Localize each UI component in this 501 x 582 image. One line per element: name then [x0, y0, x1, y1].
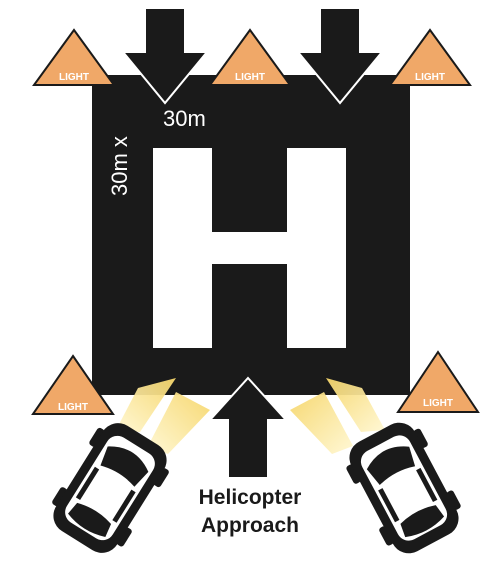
- light-label: LIGHT: [423, 398, 453, 409]
- vehicle-right-icon: [346, 422, 461, 554]
- light-marker-bottom-right: LIGHT: [396, 350, 480, 413]
- light-label: LIGHT: [59, 72, 89, 83]
- approach-arrow-top-left: [120, 7, 210, 105]
- dimension-label-top: 30m: [163, 106, 206, 131]
- dimension-label-top-text: 30m: [163, 106, 206, 131]
- light-marker-top-middle: LIGHT: [208, 28, 292, 86]
- light-marker-bottom-left: LIGHT: [31, 354, 115, 415]
- light-marker-top-left: LIGHT: [32, 28, 116, 86]
- light-label: LIGHT: [58, 402, 88, 413]
- dimension-label-vertical: 30m x: [107, 136, 132, 196]
- vehicle-headlight-beam-left-1: [116, 378, 176, 432]
- dimension-label-vertical-text: 30m x: [107, 136, 132, 196]
- vehicle-headlight-beam-left-2: [148, 392, 210, 454]
- approach-caption-line2: Approach: [201, 514, 299, 537]
- light-marker-top-right: LIGHT: [388, 28, 472, 86]
- helipad-h-letter: [153, 148, 346, 348]
- approach-caption-line1: Helicopter: [199, 486, 302, 509]
- vehicle-headlight-beam-right-2: [290, 392, 353, 454]
- approach-arrow-bottom: [207, 376, 289, 479]
- vehicle-left-icon: [52, 423, 169, 553]
- light-label: LIGHT: [235, 72, 265, 83]
- approach-arrow-top-right: [295, 7, 385, 105]
- vehicle-headlight-beam-right-1: [326, 378, 385, 432]
- light-label: LIGHT: [415, 72, 445, 83]
